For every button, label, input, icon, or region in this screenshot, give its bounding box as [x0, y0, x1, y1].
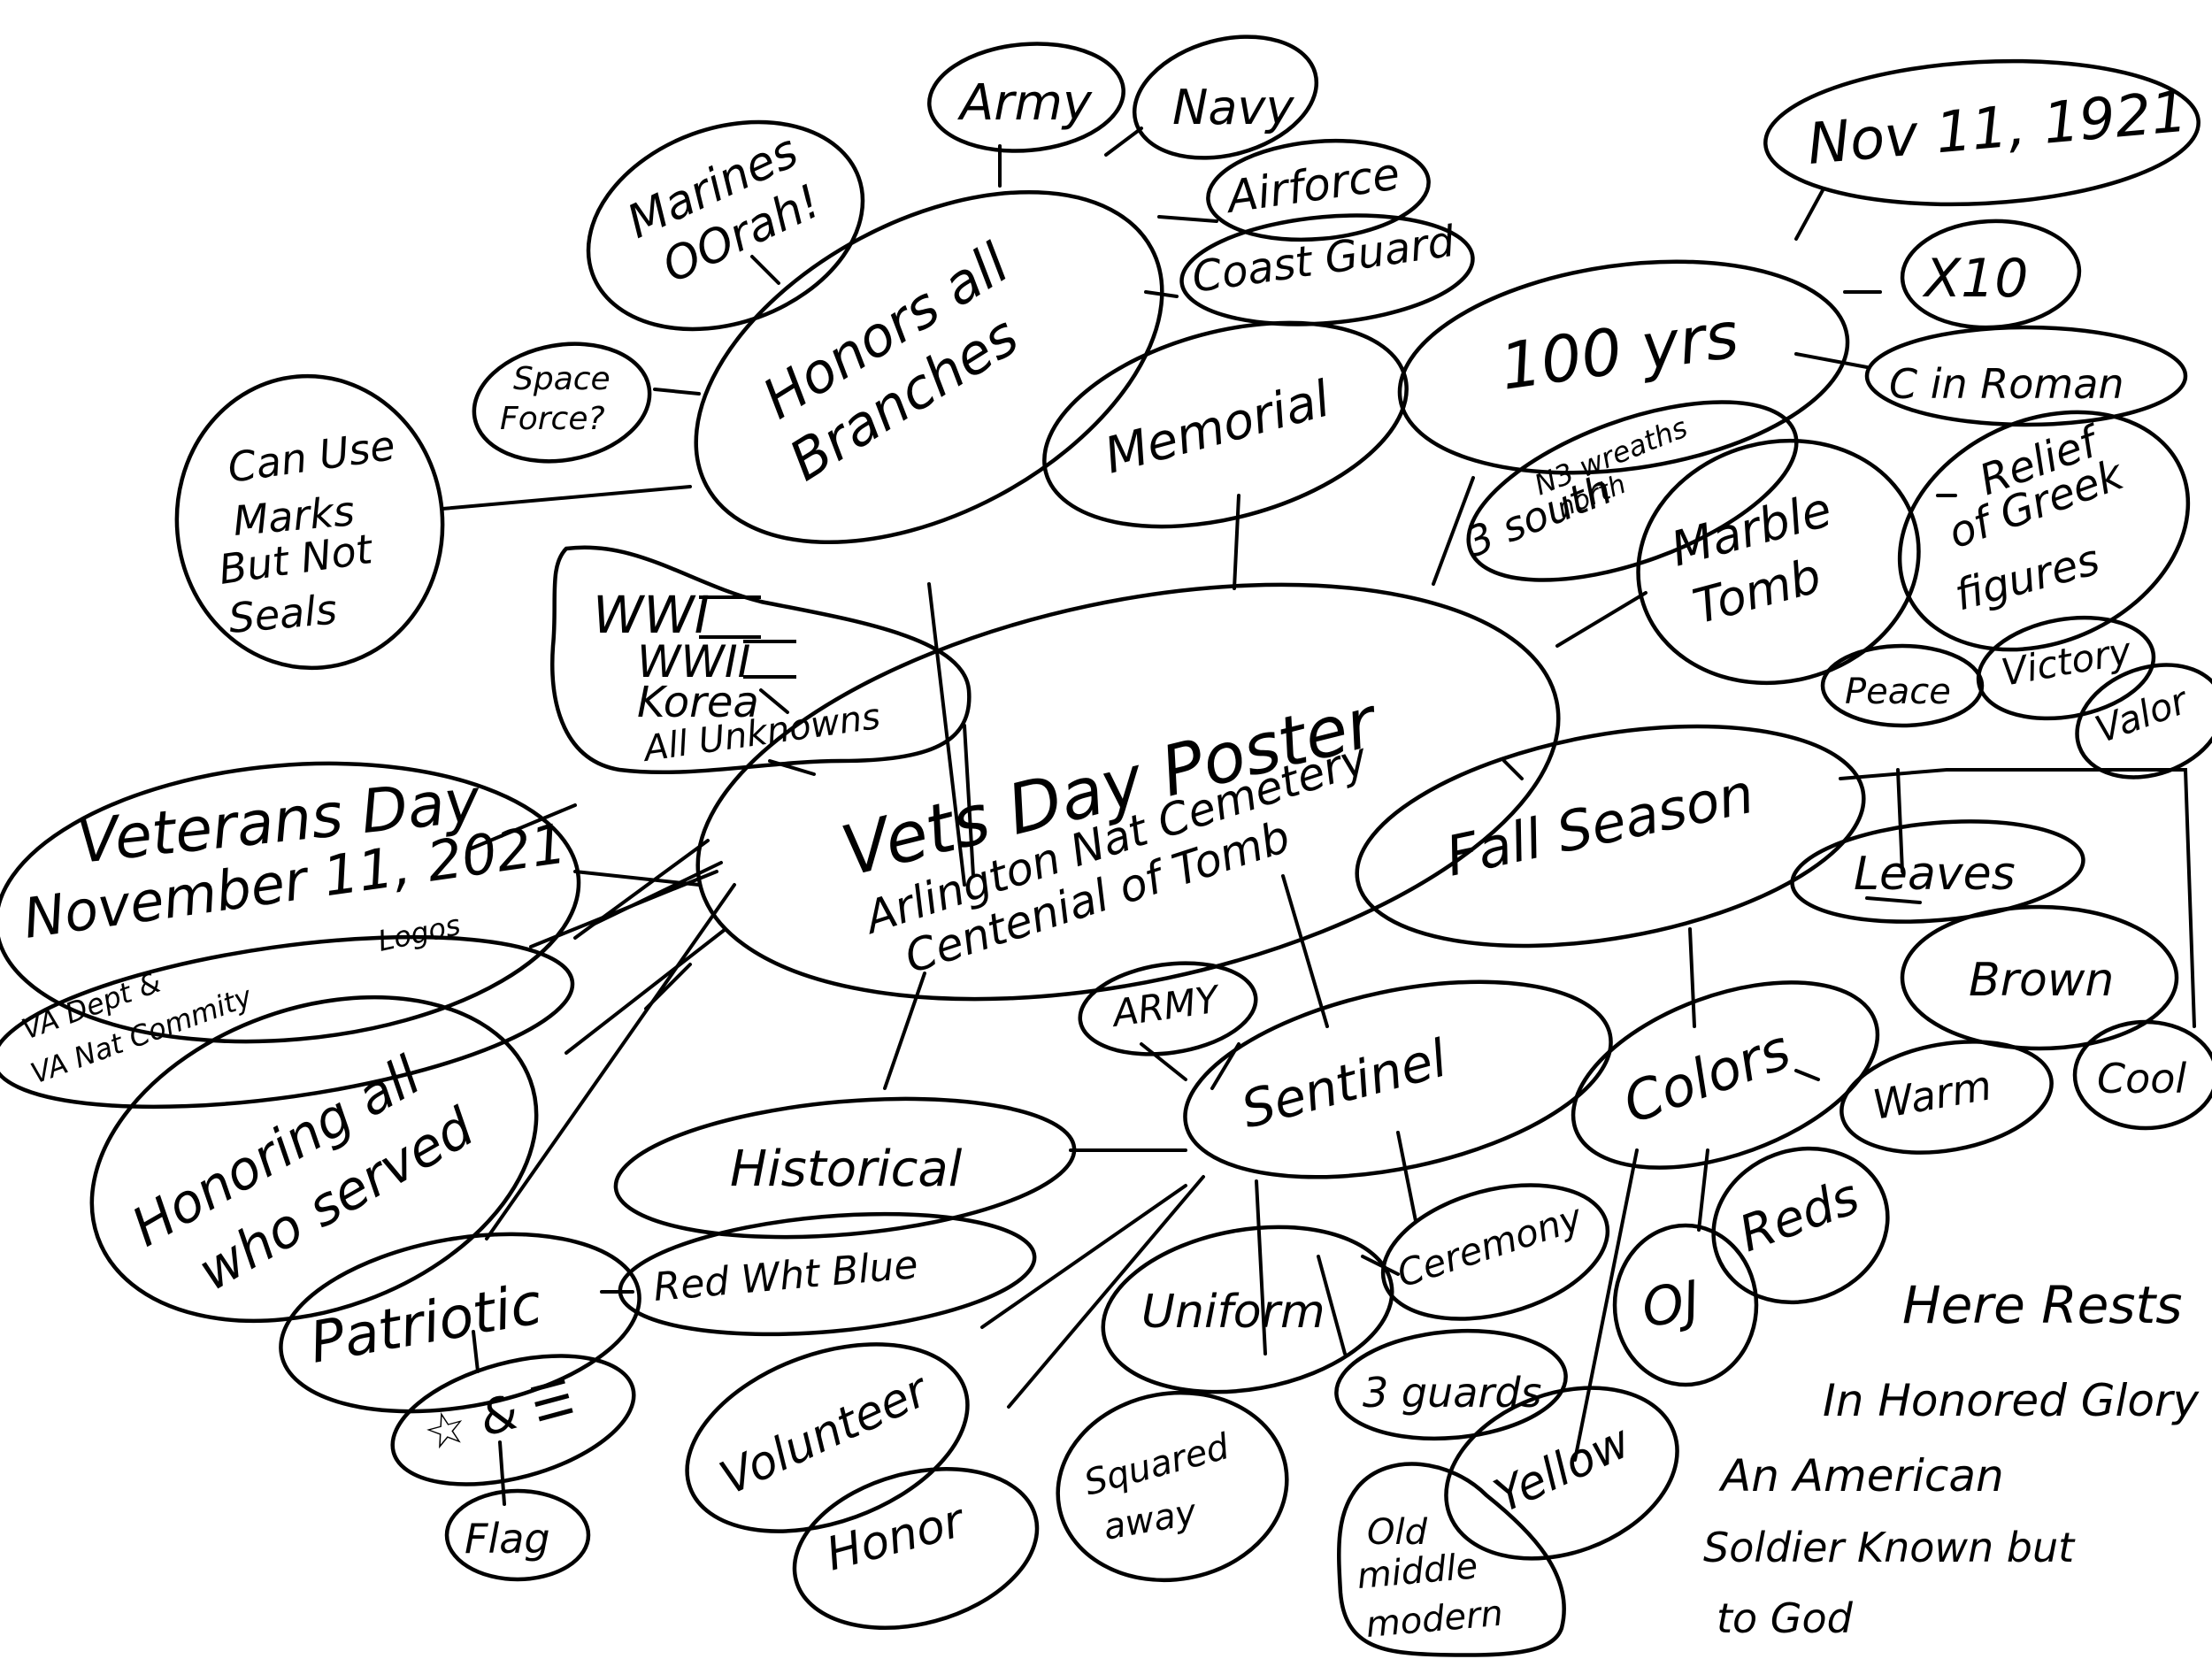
- node-honor[interactable]: Honor: [777, 1444, 1055, 1654]
- node-label: Coast Guard: [1189, 217, 1458, 303]
- node-label: Space: [513, 361, 611, 397]
- node-nov-1921[interactable]: Nov 11, 1921: [1762, 50, 2202, 214]
- central-node[interactable]: Vets Day Poster Arlington Nat Cemetery C…: [660, 515, 1596, 1069]
- node-label: Peace: [1845, 672, 1951, 712]
- node-label: WWII: [637, 636, 750, 687]
- node-label: Navy: [1172, 80, 1294, 135]
- node-memorial[interactable]: Memorial: [1022, 287, 1429, 563]
- node-label: OJ: [1637, 1270, 1704, 1340]
- node-cool[interactable]: Cool: [2072, 1019, 2212, 1131]
- node-label: Seals: [227, 585, 339, 641]
- node-label: Fall Season: [1440, 761, 1759, 889]
- node-3-guards[interactable]: 3 guards: [1332, 1322, 1570, 1448]
- node-label: Reds: [1732, 1168, 1867, 1263]
- node-label: Yellow: [1486, 1415, 1639, 1524]
- node-marble-tomb[interactable]: Marble Tomb: [1611, 410, 1947, 714]
- node-label: Valor: [2090, 678, 2195, 751]
- node-red-wht-blue[interactable]: Red Wht Blue: [615, 1199, 1040, 1349]
- node-oj[interactable]: OJ: [1612, 1223, 1759, 1387]
- node-label: Logos: [375, 908, 464, 958]
- node-brown[interactable]: Brown: [1900, 904, 2179, 1051]
- node-label: Uniform: [1141, 1286, 1325, 1339]
- tomb-inscription: Here Rests In Honored Glory An American …: [1703, 1275, 2200, 1642]
- node-label: Flag: [465, 1515, 550, 1563]
- node-label: Old: [1367, 1512, 1428, 1553]
- node-label: Force?: [500, 401, 605, 437]
- node-label: Historical: [730, 1141, 963, 1198]
- node-navy[interactable]: Navy: [1121, 18, 1330, 177]
- node-label: Brown: [1969, 954, 2114, 1007]
- node-label: Ceremony: [1392, 1195, 1588, 1296]
- inscription-line: Soldier Known but: [1703, 1524, 2076, 1571]
- node-army-sentinel[interactable]: ARMY: [1074, 953, 1262, 1065]
- node-victory[interactable]: Victory: [1970, 604, 2162, 731]
- node-label: Nov 11, 1921: [1805, 80, 2190, 178]
- node-wars[interactable]: WWI WWII Korea All Unknowns: [550, 545, 972, 775]
- inscription-line: Here Rests: [1902, 1275, 2182, 1335]
- node-label: Marks: [231, 487, 357, 545]
- node-label: X10: [1922, 248, 2028, 310]
- node-label: Sentinel: [1235, 1028, 1453, 1141]
- node-sentinel[interactable]: Sentinel: [1168, 948, 1629, 1211]
- node-label: C in Roman: [1889, 360, 2124, 408]
- node-label: Memorial: [1099, 370, 1336, 485]
- node-flag[interactable]: Flag: [444, 1488, 591, 1582]
- node-uniform[interactable]: Uniform: [1090, 1206, 1405, 1414]
- node-peace[interactable]: Peace: [1820, 643, 1985, 728]
- node-label: WWI: [593, 585, 710, 645]
- inscription-line: An American: [1718, 1450, 2004, 1502]
- node-label: away: [1101, 1492, 1201, 1548]
- node-label: Warm: [1870, 1061, 1995, 1129]
- node-army[interactable]: Army: [925, 36, 1128, 159]
- node-fall-season[interactable]: Fall Season: [1340, 691, 1880, 980]
- node-label: Honor: [821, 1494, 972, 1582]
- node-label: Red Wht Blue: [652, 1242, 920, 1310]
- node-coast-guard[interactable]: Coast Guard: [1177, 204, 1477, 335]
- node-label: Korea: [637, 678, 759, 727]
- node-label: Cool: [2097, 1055, 2186, 1102]
- node-x10[interactable]: X10: [1900, 217, 2082, 332]
- node-label: Colors: [1615, 1017, 1798, 1136]
- node-squared-away[interactable]: Squared away: [1043, 1375, 1302, 1598]
- node-label: Leaves: [1854, 848, 2016, 901]
- node-space-force[interactable]: Space Force?: [465, 331, 659, 475]
- node-can-use-marks[interactable]: Can Use Marks But Not Seals: [165, 365, 455, 680]
- node-colors[interactable]: Colors: [1548, 946, 1902, 1204]
- node-star-stripes[interactable]: ☆ & ☰: [379, 1333, 648, 1508]
- node-label: modern: [1364, 1594, 1505, 1646]
- node-label: 100 yrs: [1496, 297, 1743, 404]
- node-label: Squared: [1080, 1426, 1234, 1504]
- inscription-line: In Honored Glory: [1823, 1375, 2200, 1426]
- node-label: 3 guards: [1363, 1369, 1542, 1417]
- node-historical[interactable]: Historical: [610, 1082, 1079, 1255]
- node-c-in-roman[interactable]: C in Roman: [1864, 325, 2188, 427]
- node-reds[interactable]: Reds: [1692, 1125, 1909, 1326]
- inscription-line: to God: [1717, 1594, 1854, 1642]
- node-label: middle: [1356, 1546, 1479, 1597]
- connector-lines: [441, 127, 2196, 1506]
- node-label: Can Use: [225, 421, 398, 492]
- node-leaves[interactable]: Leaves: [1788, 810, 2087, 933]
- node-ceremony[interactable]: Ceremony: [1368, 1163, 1622, 1342]
- node-label: Army: [957, 74, 1093, 132]
